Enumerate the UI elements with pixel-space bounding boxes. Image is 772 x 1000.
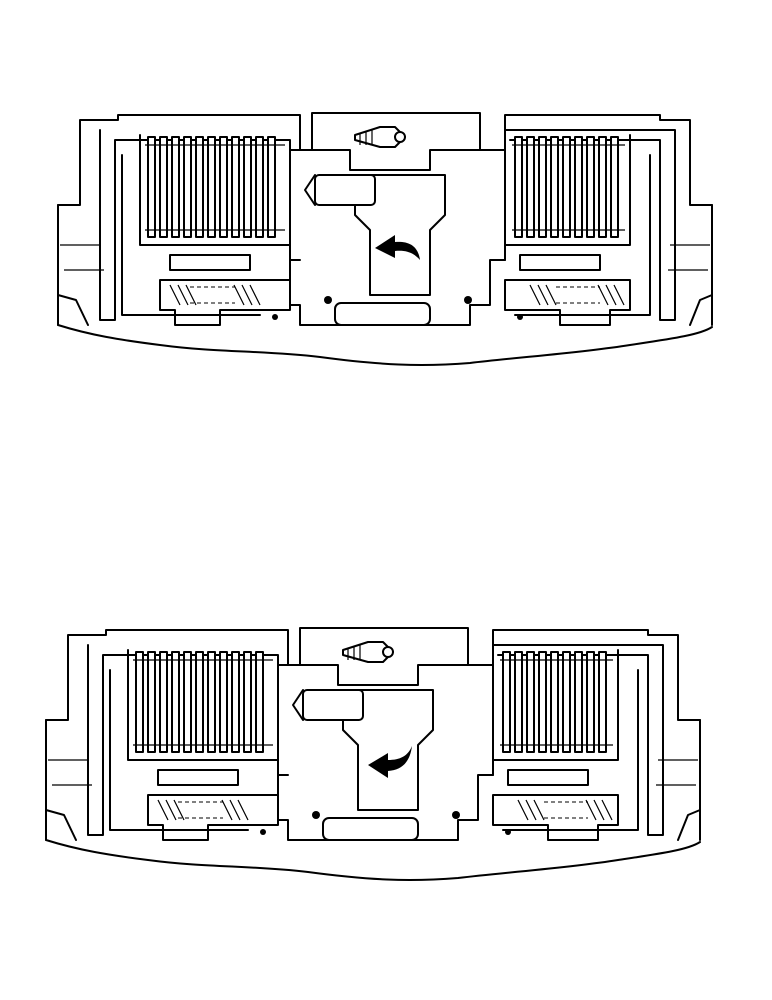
clutch-cutaway-bottom: [45, 627, 701, 881]
curved-arrow-left-icon: [375, 235, 420, 260]
curved-arrow-left-icon: [368, 746, 412, 778]
clutch-cutaway-top: [57, 112, 713, 366]
clutch-diagram-bottom: [0, 610, 772, 900]
clutch-diagram-top: [0, 95, 772, 385]
